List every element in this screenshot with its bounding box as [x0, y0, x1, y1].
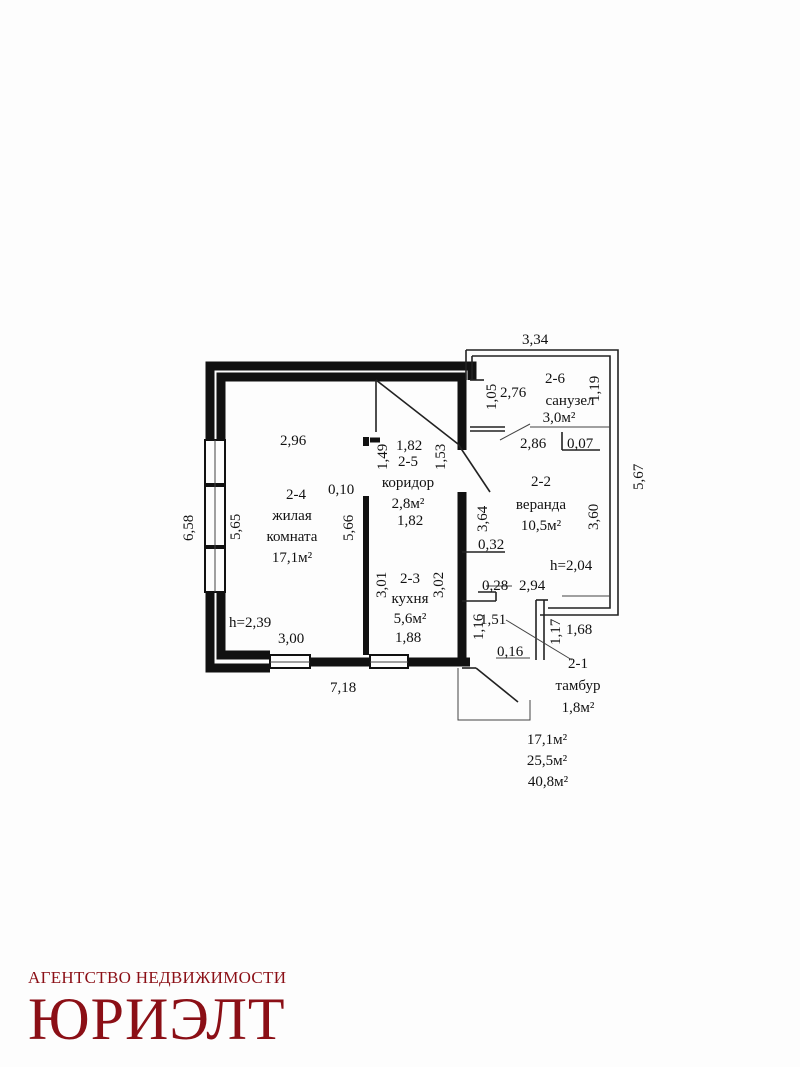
svg-text:3,0м²: 3,0м² [543, 410, 576, 426]
dim: 7,18 [330, 680, 356, 696]
dim: 6,58 [181, 515, 197, 541]
svg-text:1,8м²: 1,8м² [562, 700, 595, 716]
room-label-2-6: 2-6 санузел 3,0м² [543, 371, 595, 426]
dim: 5,66 [341, 514, 357, 541]
svg-text:2-1: 2-1 [568, 656, 588, 672]
room-label-2-4: 2-4 жилая комната 17,1м² [267, 487, 318, 566]
svg-text:кухня: кухня [391, 591, 428, 607]
room-label-2-5: 2-5 коридор 2,8м² [382, 454, 434, 512]
dim: h=2,04 [550, 558, 593, 574]
dim-top: 3,34 [522, 332, 549, 348]
svg-text:санузел: санузел [545, 393, 595, 409]
dim: 1,68 [566, 622, 592, 638]
dim: 1,82 [396, 438, 422, 454]
dim: 5,67 [631, 463, 647, 490]
dim: 3,00 [278, 631, 304, 647]
dim: 2,96 [280, 433, 307, 449]
dim: 0,07 [567, 436, 594, 452]
dim: 3,01 [374, 572, 390, 598]
room-label-2-3: 2-3 кухня 5,6м² [391, 571, 428, 627]
dim: 1,53 [433, 444, 449, 470]
dim: 1,19 [587, 376, 603, 402]
area-totals: 17,1м² 25,5м² 40,8м² [527, 732, 569, 790]
svg-text:2-3: 2-3 [400, 571, 420, 587]
dim: 1,05 [484, 384, 500, 410]
dim: 2,76 [500, 385, 527, 401]
stair [375, 379, 491, 493]
dim: 2,86 [520, 436, 547, 452]
svg-text:2-6: 2-6 [545, 371, 565, 387]
svg-text:тамбур: тамбур [556, 678, 601, 694]
dim: 0,10 [328, 482, 354, 498]
svg-text:40,8м²: 40,8м² [528, 774, 569, 790]
dim: 2,94 [519, 578, 546, 594]
dim: 0,16 [497, 644, 524, 660]
svg-text:10,5м²: 10,5м² [521, 518, 562, 534]
dim: 1,17 [548, 618, 564, 645]
room-label-2-1: 2-1 тамбур 1,8м² [556, 656, 601, 716]
dim: 5,65 [228, 514, 244, 540]
svg-text:17,1м²: 17,1м² [272, 550, 313, 566]
svg-text:2-5: 2-5 [398, 454, 418, 470]
dim: 1,82 [397, 513, 423, 529]
svg-text:комната: комната [267, 529, 318, 545]
room-label-2-2: 2-2 веранда 10,5м² [516, 474, 566, 534]
svg-text:5,6м²: 5,6м² [394, 611, 427, 627]
dim: 1,49 [375, 444, 391, 470]
dim: 1,88 [395, 630, 421, 646]
dim: h=2,39 [229, 615, 271, 631]
veranda-walls [457, 349, 619, 721]
svg-text:2,8м²: 2,8м² [392, 496, 425, 512]
svg-text:жилая: жилая [271, 508, 312, 524]
brand-logo: АГЕНТСТВО НЕДВИЖИМОСТИ ЮРИЭЛТ [28, 968, 287, 1052]
dim: 3,60 [586, 504, 602, 530]
svg-text:2-4: 2-4 [286, 487, 306, 503]
svg-text:17,1м²: 17,1м² [527, 732, 568, 748]
svg-text:25,5м²: 25,5м² [527, 753, 568, 769]
dim: 0,32 [478, 537, 504, 553]
dim: 1,51 [480, 612, 506, 628]
dim: 1,16 [471, 613, 487, 640]
windows [204, 439, 409, 669]
dim: 3,64 [475, 505, 491, 532]
svg-text:коридор: коридор [382, 475, 434, 491]
dim: 3,02 [431, 572, 447, 598]
svg-text:веранда: веранда [516, 497, 566, 513]
brand-subtitle: АГЕНТСТВО НЕДВИЖИМОСТИ [28, 968, 287, 987]
brand-name: ЮРИЭЛТ [28, 986, 286, 1052]
svg-text:2-2: 2-2 [531, 474, 551, 490]
dim: 0,28 [482, 578, 508, 594]
dimension-labels: 3,34 2,96 6,58 5,65 5,66 0,10 1,49 1,82 … [181, 332, 647, 696]
